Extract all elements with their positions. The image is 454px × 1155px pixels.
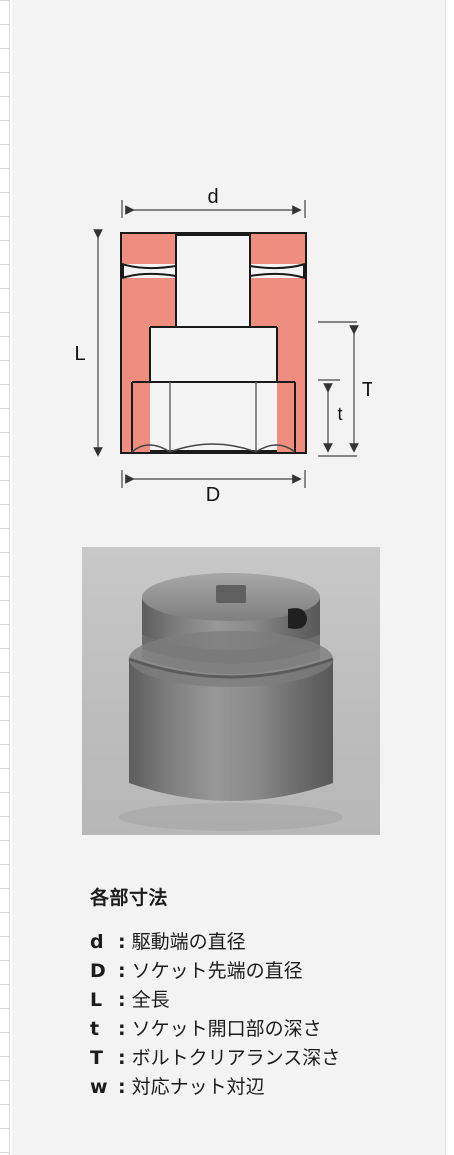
dimension-d: d: [121, 186, 306, 218]
socket-photo-illustration: [119, 573, 343, 831]
legend-separator: :: [118, 1047, 126, 1069]
legend-row-L: L : 全長: [90, 986, 420, 1015]
dimension-label-t: t: [337, 404, 342, 424]
legend-separator: :: [118, 960, 126, 982]
legend-key: T: [90, 1047, 103, 1069]
dimension-label-d: d: [207, 186, 218, 208]
left-ruler: [0, 0, 10, 1155]
legend-key: L: [90, 989, 103, 1011]
dimension-label-D: D: [206, 484, 220, 506]
legend-separator: :: [118, 1076, 126, 1098]
legend-row-w: w : 対応ナット対辺: [90, 1073, 420, 1102]
legend-description: ソケット先端の直径: [131, 960, 303, 982]
dimension-label-L: L: [74, 343, 85, 365]
legend-row-t: t : ソケット開口部の深さ: [90, 1015, 420, 1044]
dimension-label-T: T: [362, 379, 372, 401]
dimension-D: D: [121, 470, 306, 506]
legend-row-D: D : ソケット先端の直径: [90, 957, 420, 986]
legend-key: D: [90, 960, 106, 982]
legend-key: w: [90, 1076, 108, 1098]
legend-description: ソケット開口部の深さ: [131, 1018, 322, 1040]
legend-row-d: d : 駆動端の直径: [90, 928, 420, 957]
legend-description: ボルトクリアランス深さ: [131, 1047, 341, 1069]
socket-photo: [82, 547, 380, 835]
right-border: [445, 0, 454, 1155]
dimension-T: T: [318, 321, 372, 457]
dimension-legend: 各部寸法 d : 駆動端の直径 D : ソケット先端の直径 L : 全長 t :…: [90, 883, 420, 1102]
legend-title: 各部寸法: [90, 887, 169, 909]
legend-key: d: [90, 931, 104, 953]
dimension-L: L: [74, 229, 103, 457]
legend-key: t: [90, 1018, 100, 1040]
socket-dimension-diagram: d L T t D: [74, 186, 372, 506]
dimension-t: t: [318, 379, 343, 453]
legend-description: 対応ナット対辺: [131, 1076, 265, 1098]
legend-description: 全長: [131, 989, 170, 1011]
legend-description: 駆動端の直径: [131, 931, 246, 953]
socket-body: [120, 232, 307, 454]
legend-row-T: T : ボルトクリアランス深さ: [90, 1044, 420, 1073]
legend-separator: :: [118, 931, 126, 953]
legend-separator: :: [118, 989, 126, 1011]
legend-separator: :: [118, 1018, 126, 1040]
